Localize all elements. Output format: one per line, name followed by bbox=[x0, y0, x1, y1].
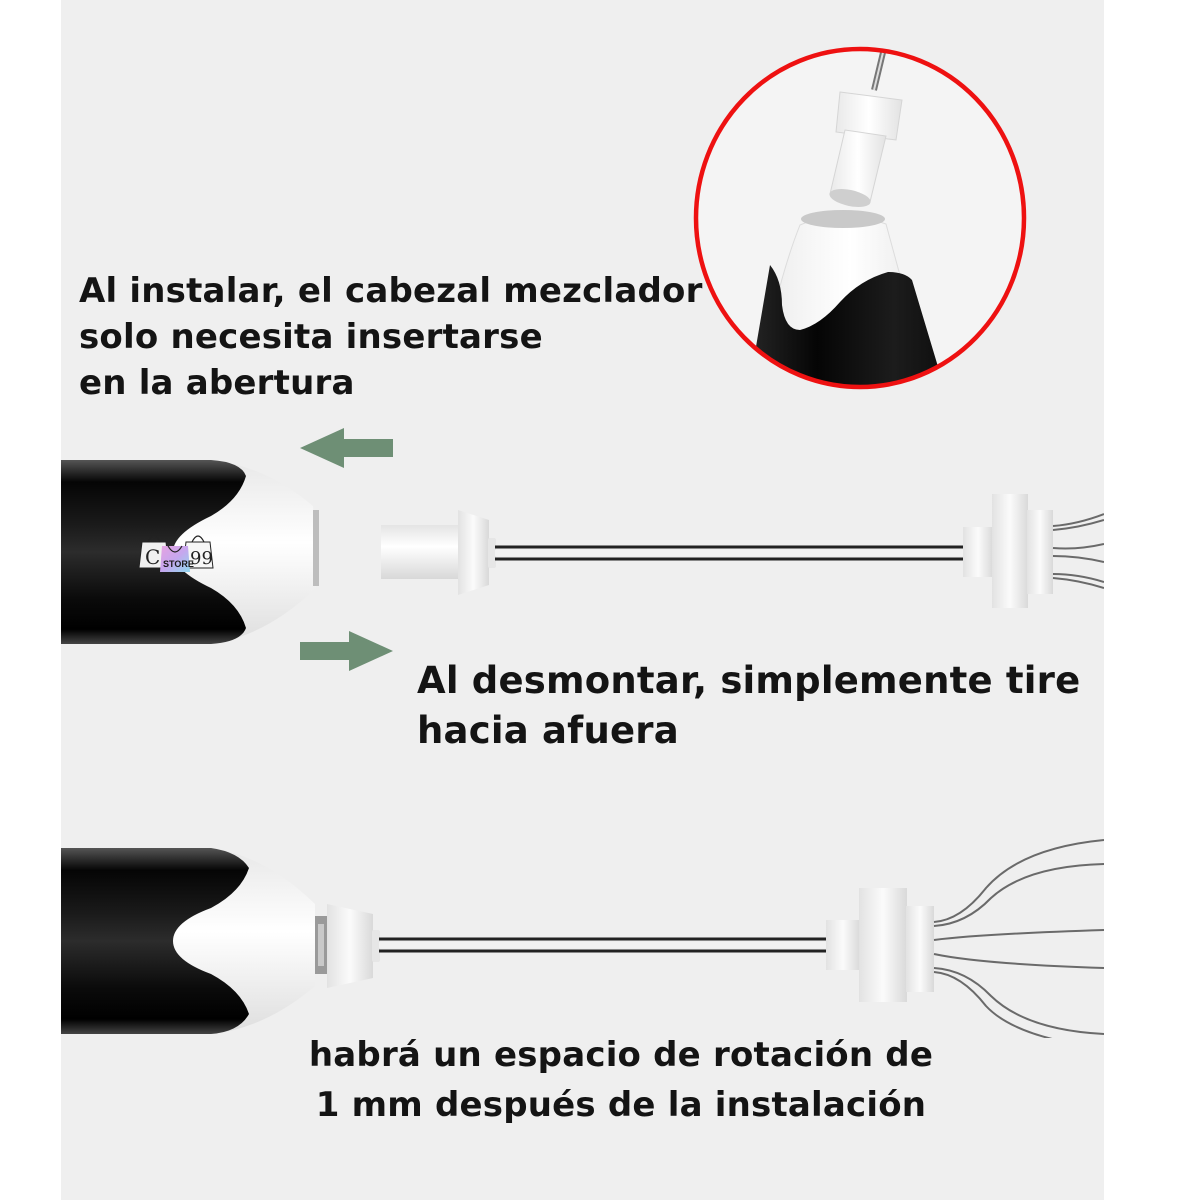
whisk-wires bbox=[1052, 513, 1104, 589]
install-instruction: Al instalar, el cabezal mezclador solo n… bbox=[79, 268, 703, 406]
shopping-bag-icon bbox=[138, 535, 214, 572]
rotation-line-2: 1 mm después de la instalación bbox=[315, 1085, 927, 1125]
remove-line-1: Al desmontar, simplemente tire bbox=[417, 659, 1081, 702]
install-line-1: Al instalar, el cabezal mezclador bbox=[79, 271, 703, 311]
arrow-left-icon bbox=[300, 428, 393, 468]
whisk-attachment-detached bbox=[378, 490, 1104, 610]
remove-line-2: hacia afuera bbox=[417, 709, 679, 752]
install-line-2: solo necesita insertarse bbox=[79, 317, 543, 357]
whisk-wires bbox=[933, 839, 1104, 1038]
install-line-3: en la abertura bbox=[79, 363, 355, 403]
detail-zoom-circle bbox=[690, 40, 1035, 395]
svg-text:99: 99 bbox=[190, 548, 213, 569]
store-watermark-logo: C STORE 99 bbox=[136, 528, 216, 574]
remove-instruction: Al desmontar, simplemente tire hacia afu… bbox=[417, 656, 1080, 756]
arrow-right-icon bbox=[300, 631, 393, 671]
rotation-note: habrá un espacio de rotación de 1 mm des… bbox=[296, 1030, 946, 1130]
svg-text:STORE: STORE bbox=[163, 559, 194, 569]
rotation-line-1: habrá un espacio de rotación de bbox=[308, 1035, 934, 1075]
frother-assembled bbox=[61, 838, 1104, 1038]
svg-text:C: C bbox=[145, 545, 160, 569]
